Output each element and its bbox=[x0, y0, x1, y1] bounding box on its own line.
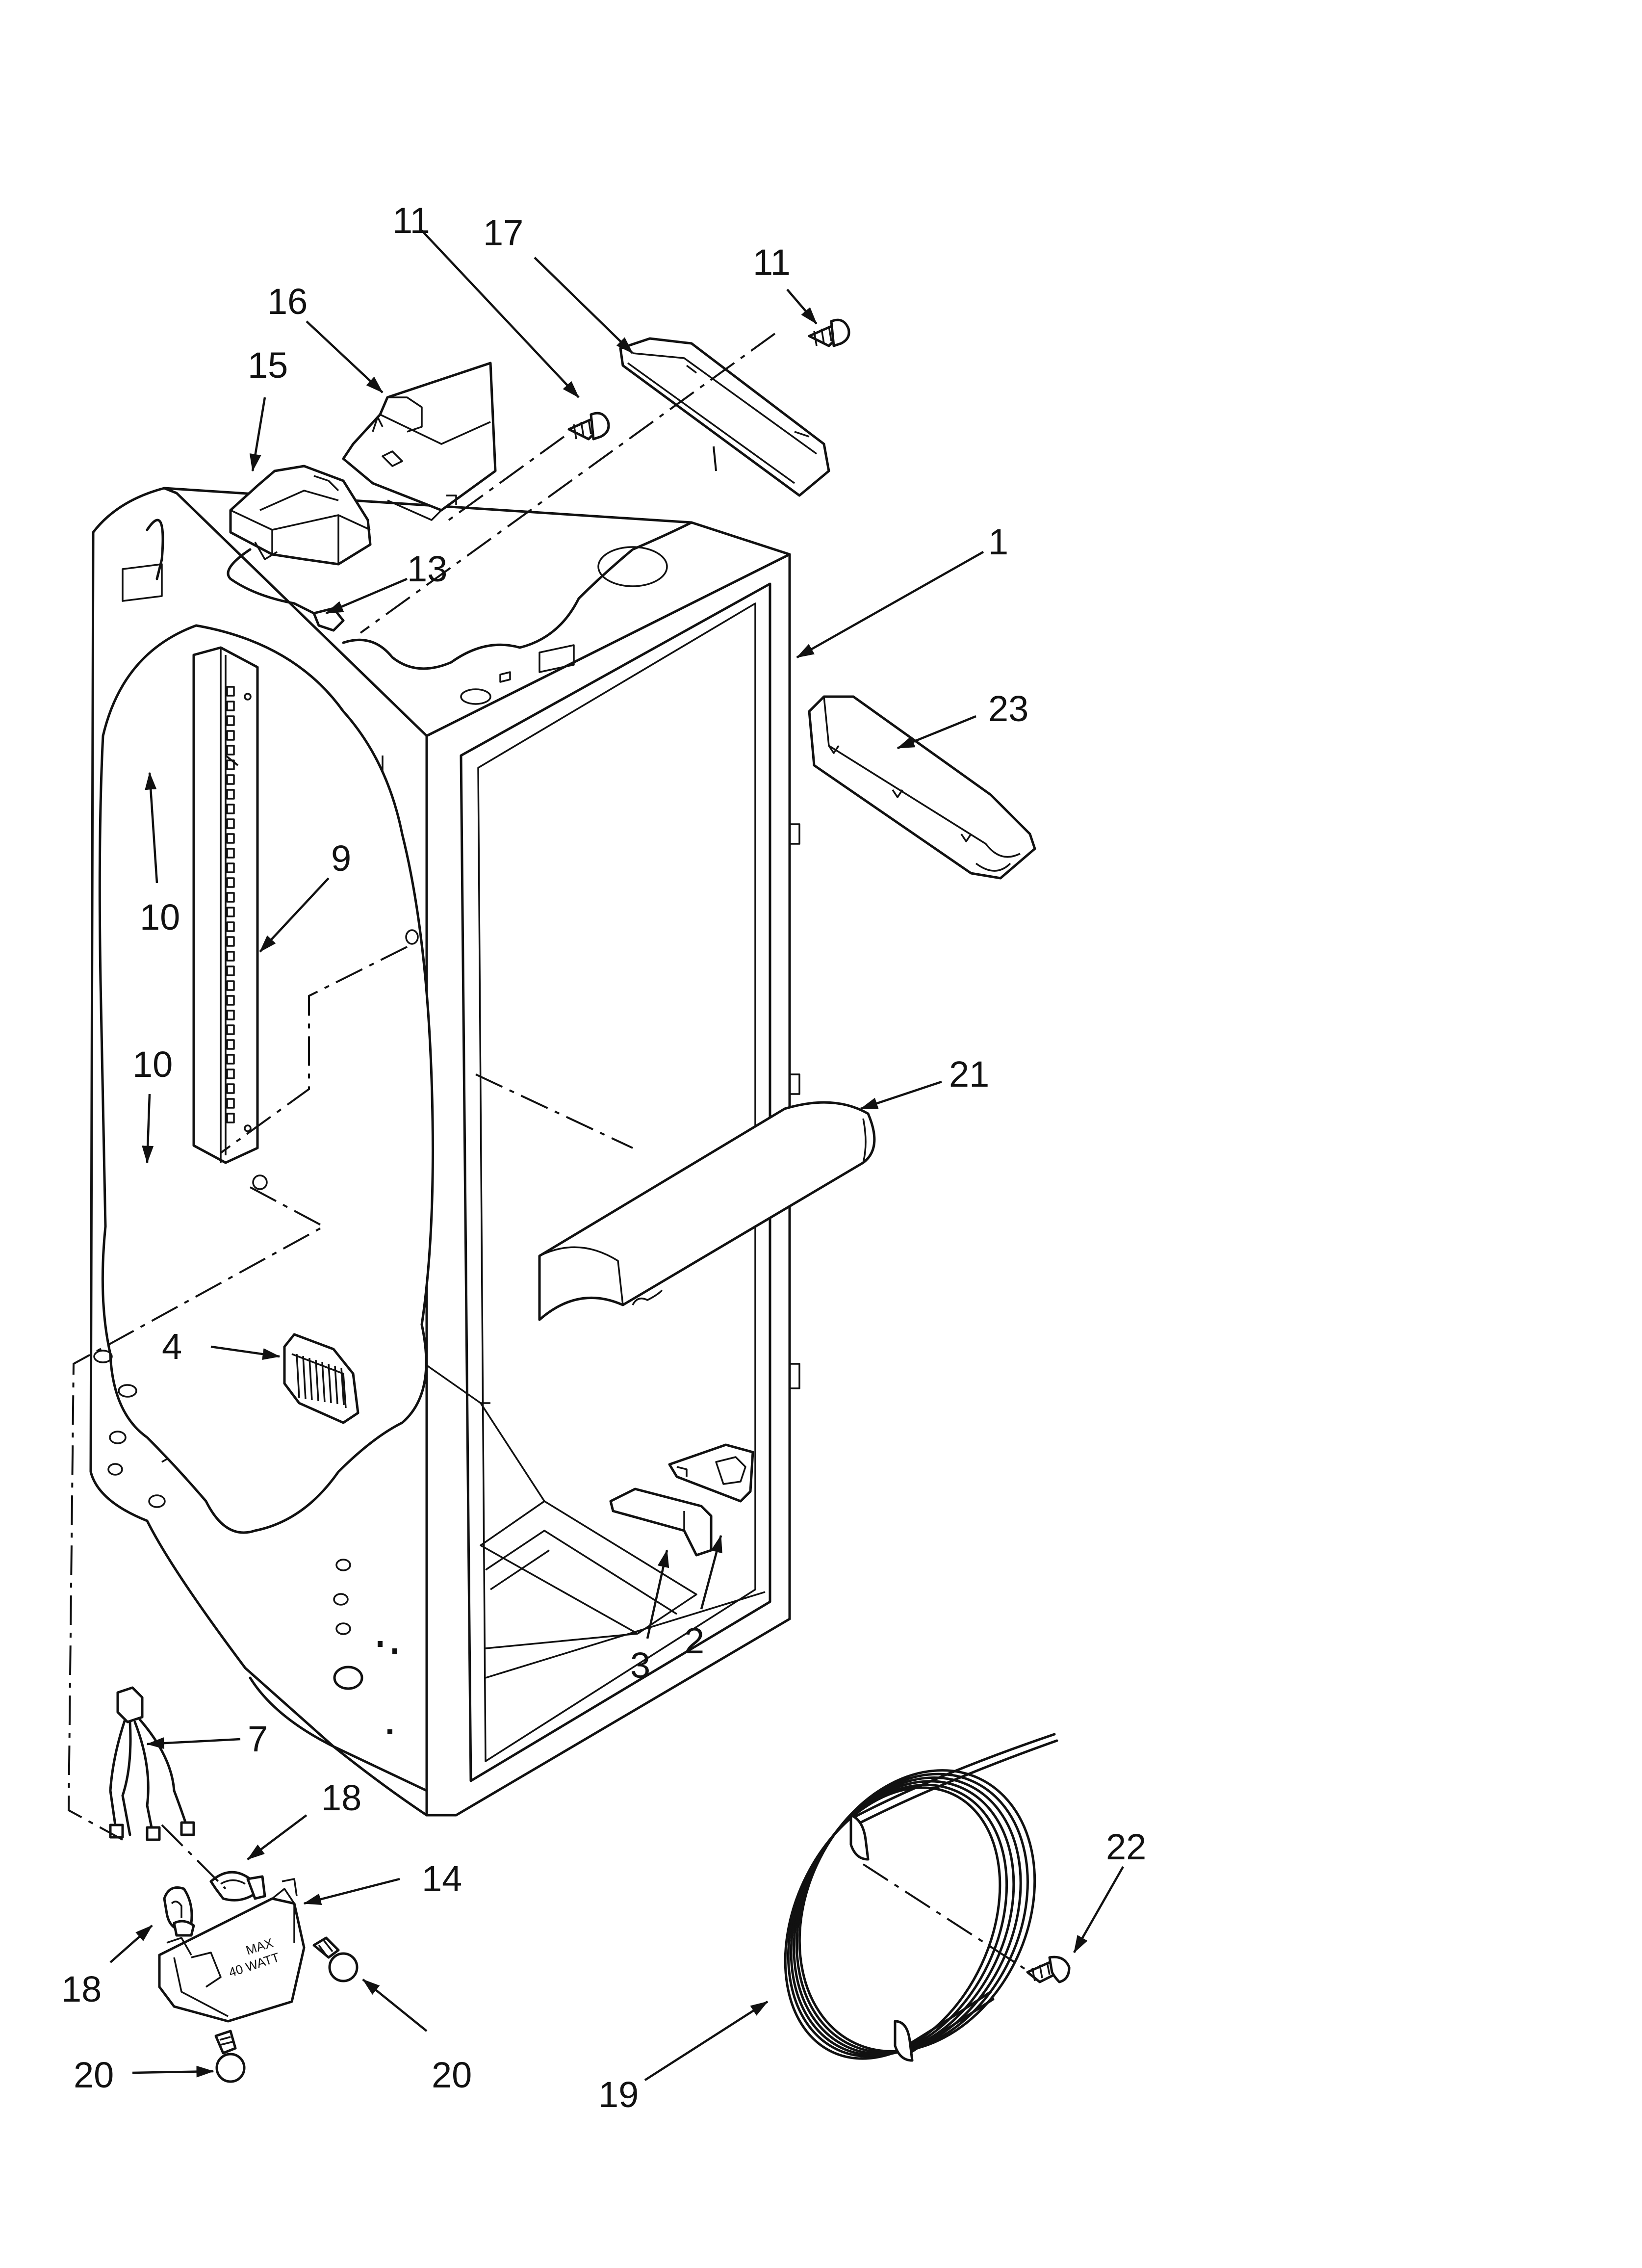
clip-18-lower bbox=[163, 1886, 195, 1937]
screw-11-left bbox=[567, 412, 610, 441]
wire-harness-7 bbox=[109, 1686, 195, 1841]
damper-slot bbox=[296, 1354, 300, 1399]
assembly-centerlines bbox=[67, 333, 1031, 1973]
rail-slot bbox=[226, 877, 235, 888]
leader-lines bbox=[109, 230, 1124, 2081]
callout-14: 14 bbox=[422, 1858, 462, 1899]
clip-18-upper bbox=[209, 1871, 266, 1902]
callout-20-lower: 20 bbox=[74, 2055, 114, 2095]
rail-slot bbox=[226, 818, 235, 829]
water-tube-coil-19 bbox=[784, 1733, 1058, 2062]
rail-slot bbox=[226, 1083, 235, 1094]
rail-slot bbox=[226, 1010, 235, 1020]
damper-slot bbox=[328, 1363, 332, 1404]
callout-21: 21 bbox=[949, 1054, 989, 1095]
rail-slot bbox=[226, 862, 235, 873]
callout-1: 1 bbox=[988, 521, 1008, 562]
rail-slot bbox=[226, 936, 235, 947]
screw-22 bbox=[1026, 1955, 1071, 1983]
damper-slot bbox=[302, 1356, 307, 1400]
rail-slot bbox=[226, 907, 235, 917]
callout-13: 13 bbox=[407, 548, 447, 589]
rail-slot bbox=[226, 1039, 235, 1050]
rail-slot bbox=[226, 701, 235, 711]
rail-slot bbox=[226, 730, 235, 741]
shelf-rail-9 bbox=[192, 646, 259, 1164]
rail-slot bbox=[226, 921, 235, 932]
rail-slot bbox=[226, 965, 235, 976]
rail-slot bbox=[226, 1054, 235, 1065]
rail-slots bbox=[226, 686, 235, 1123]
rail-slot bbox=[226, 951, 235, 962]
rail-slot bbox=[226, 1024, 235, 1035]
callout-20-right: 20 bbox=[432, 2055, 472, 2095]
callout-16: 16 bbox=[267, 281, 308, 322]
callout-2: 2 bbox=[684, 1620, 704, 1661]
damper-slot bbox=[321, 1361, 326, 1403]
rail-slot bbox=[226, 1069, 235, 1079]
callout-19: 19 bbox=[598, 2074, 639, 2115]
callout-15: 15 bbox=[248, 345, 288, 386]
rail-slot bbox=[226, 1113, 235, 1123]
callout-3: 3 bbox=[630, 1645, 650, 1686]
rail-slot bbox=[226, 1098, 235, 1109]
callout-9: 9 bbox=[331, 838, 351, 879]
callout-23: 23 bbox=[988, 688, 1028, 729]
callout-labels: 11 17 11 16 15 1 13 23 9 10 10 21 4 3 2 … bbox=[61, 200, 1146, 2115]
callout-10-lower: 10 bbox=[132, 1044, 173, 1085]
rail-slot bbox=[226, 789, 235, 800]
callout-18-upper: 18 bbox=[321, 1777, 361, 1818]
callout-11-right: 11 bbox=[753, 242, 791, 283]
lamp-socket-14: MAX 40 WATT bbox=[158, 1878, 306, 2023]
damper-slot bbox=[308, 1357, 313, 1401]
damper-slot bbox=[334, 1365, 338, 1405]
crisper-cover-23 bbox=[808, 695, 1036, 880]
callout-11-left: 11 bbox=[392, 200, 430, 241]
damper-slots bbox=[296, 1354, 345, 1406]
rail-slot bbox=[226, 715, 235, 726]
rail-slot bbox=[226, 745, 235, 756]
rail-slot bbox=[226, 980, 235, 991]
rail-slot bbox=[226, 892, 235, 903]
callout-18-lower: 18 bbox=[61, 1969, 102, 2009]
shelf-cover-21 bbox=[538, 1101, 876, 1321]
callout-7: 7 bbox=[248, 1719, 268, 1759]
cabinet-liner bbox=[89, 487, 800, 1817]
callout-22: 22 bbox=[1106, 1826, 1146, 1867]
callout-17: 17 bbox=[483, 212, 523, 253]
temperature-control-15 bbox=[229, 465, 372, 566]
rail-slot bbox=[226, 686, 235, 697]
callout-4: 4 bbox=[162, 1326, 182, 1367]
damper-slot bbox=[340, 1367, 345, 1406]
callout-10-upper: 10 bbox=[140, 897, 180, 938]
top-trim-17 bbox=[619, 337, 830, 497]
bulb-20-right bbox=[312, 1936, 359, 1982]
rail-slot bbox=[226, 995, 235, 1006]
bulb-20-lower bbox=[214, 2030, 246, 2083]
rail-slot bbox=[226, 848, 235, 859]
rail-slot bbox=[226, 833, 235, 844]
damper-slot bbox=[315, 1359, 319, 1402]
screw-11-right bbox=[808, 318, 850, 347]
bracket-2 bbox=[668, 1443, 754, 1503]
rail-slot bbox=[226, 804, 235, 814]
rail-slot bbox=[226, 774, 235, 785]
control-housing-16 bbox=[342, 362, 497, 521]
